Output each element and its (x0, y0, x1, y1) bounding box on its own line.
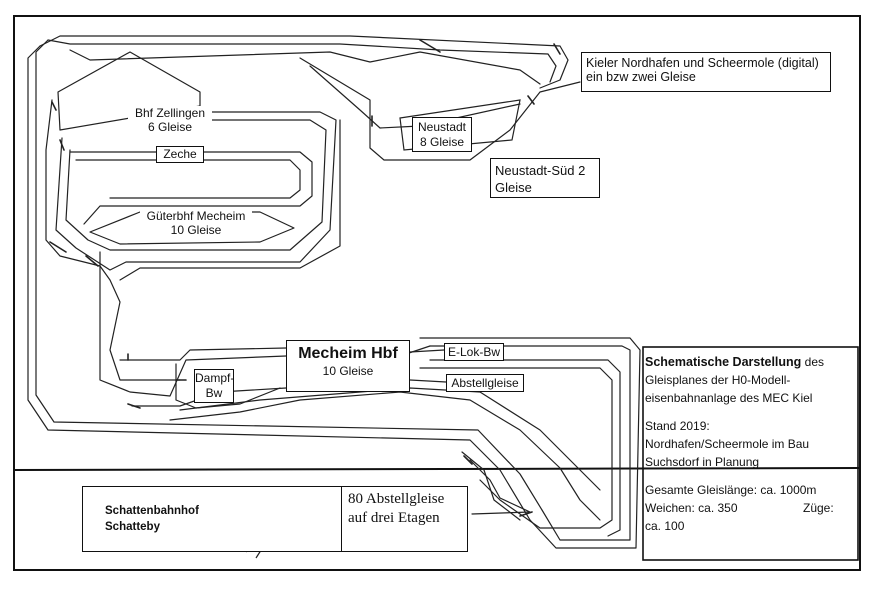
kiel-nordhafen-label: Kieler Nordhafen und Scheermole (digital… (581, 52, 831, 92)
legend-weichen: Weichen: ca. 350 (645, 501, 738, 515)
turnout-ticks (49, 39, 561, 517)
mecheim-hbf-label: Mecheim Hbf 10 Gleise (286, 340, 410, 392)
neustadt-sued-label: Neustadt-Süd 2 Gleise (490, 158, 600, 198)
neustadt-sued-line-2: Gleise (495, 180, 532, 195)
track-dampf-bw (175, 363, 281, 409)
legend-weichen-row: Weichen: ca. 350 Züge: (645, 499, 855, 517)
legend-title-row: Schematische Darstellung des (645, 353, 855, 371)
mecheim-hbf-name: Mecheim Hbf (298, 345, 398, 362)
legend-stand: Stand 2019: (645, 419, 710, 433)
legend-line-2: Gleisplanes der H0-Modell- (645, 373, 791, 387)
legend-zuege-val: ca. 100 (645, 519, 685, 533)
track-zellingen-hull (57, 51, 201, 131)
schattenbahnhof-name-block: Schattenbahnhof Schatteby (105, 503, 199, 535)
neustadt-label: Neustadt 8 Gleise (412, 117, 472, 152)
outer-frame (13, 15, 861, 571)
track-elok-spur (409, 349, 445, 353)
track-top-run-3 (69, 49, 541, 85)
level-divider (13, 467, 861, 471)
track-top-run-2 (47, 39, 557, 83)
track-top-run (39, 35, 569, 89)
gueterbhf-label: Güterbhf Mecheim 10 Gleise (140, 209, 252, 237)
zellingen-name: Bhf Zellingen (134, 106, 206, 120)
abstellgleise-80-box: 80 Abstellgleise auf drei Etagen (341, 486, 469, 552)
zellingen-label: Bhf Zellingen 6 Gleise (128, 106, 212, 134)
tracks (27, 35, 641, 549)
abstellgleise-name: Abstellgleise (451, 376, 519, 390)
track-right-inner-2 (429, 359, 621, 537)
mecheim-hbf-tracks: 10 Gleise (322, 364, 374, 378)
dampf-bw-line-1: Dampf- (195, 371, 235, 385)
legend-status-2: Suchsdorf in Planung (645, 455, 760, 469)
abstellgleise-80-line-2: auf drei Etagen (348, 510, 440, 526)
track-inner-loop-1 (45, 99, 181, 381)
legend-title: Schematische Darstellung (645, 355, 802, 369)
track-outer-loop (27, 45, 641, 549)
neustadt-sued-line-1: Neustadt-Süd 2 (495, 163, 586, 178)
legend: Schematische Darstellung des Gleisplanes… (645, 349, 855, 559)
neustadt-tracks: 8 Gleise (419, 135, 465, 149)
track-hbf-lower (169, 391, 601, 521)
schattenbahnhof-alias: Schatteby (105, 521, 160, 533)
elok-bw-label: E-Lok-Bw (444, 343, 504, 361)
track-schatten-feed-2 (461, 451, 521, 521)
legend-line-3: eisenbahnanlage des MEC Kiel (645, 391, 813, 405)
zellingen-tracks: 6 Gleise (147, 120, 193, 134)
abstellgleise-label: Abstellgleise (446, 374, 524, 392)
dampf-bw-line-2: Bw (205, 386, 223, 400)
track-middle-loop-2 (119, 119, 341, 281)
legend-title-rest: des (801, 355, 824, 369)
track-zeche-line (69, 151, 313, 225)
track-right-inner (419, 367, 613, 529)
kiel-nordhafen-line-1: Kieler Nordhafen und Scheermole (digital… (586, 56, 819, 70)
track-neustadt-branch (299, 57, 581, 161)
track-inner-loop-3 (65, 119, 327, 251)
schattenbahnhof-label: Schattenbahnhof Schatteby 80 Abstellglei… (82, 486, 468, 552)
legend-status-1: Nordhafen/Scheermole im Bau (645, 437, 810, 451)
gueterbhf-name: Güterbhf Mecheim (146, 209, 246, 223)
legend-frame (642, 346, 859, 561)
gueterbhf-tracks: 10 Gleise (170, 223, 222, 237)
track-inner-loop-2 (55, 111, 337, 271)
zeche-label: Zeche (156, 146, 204, 163)
track-hbf-throat-left (119, 347, 287, 361)
track-abstell-spur (409, 379, 447, 383)
track-outer-loop-2 (35, 39, 631, 541)
neustadt-station-shape (399, 99, 521, 151)
zeche-name: Zeche (163, 147, 197, 161)
abstellgleise-80-line-1: 80 Abstellgleise (348, 491, 445, 507)
dampf-bw-label: Dampf- Bw (194, 369, 234, 403)
track-zeche-line-2 (75, 159, 301, 199)
elok-bw-name: E-Lok-Bw (447, 345, 500, 359)
schattenbahnhof-name: Schattenbahnhof (105, 505, 199, 517)
kiel-nordhafen-line-2: ein bzw zwei Gleise (586, 70, 696, 84)
legend-zuege: Züge: (803, 501, 834, 515)
neustadt-name: Neustadt (417, 120, 467, 134)
legend-laenge: Gesamte Gleislänge: ca. 1000m (645, 483, 817, 497)
track-hbf-lower-2 (179, 387, 601, 491)
